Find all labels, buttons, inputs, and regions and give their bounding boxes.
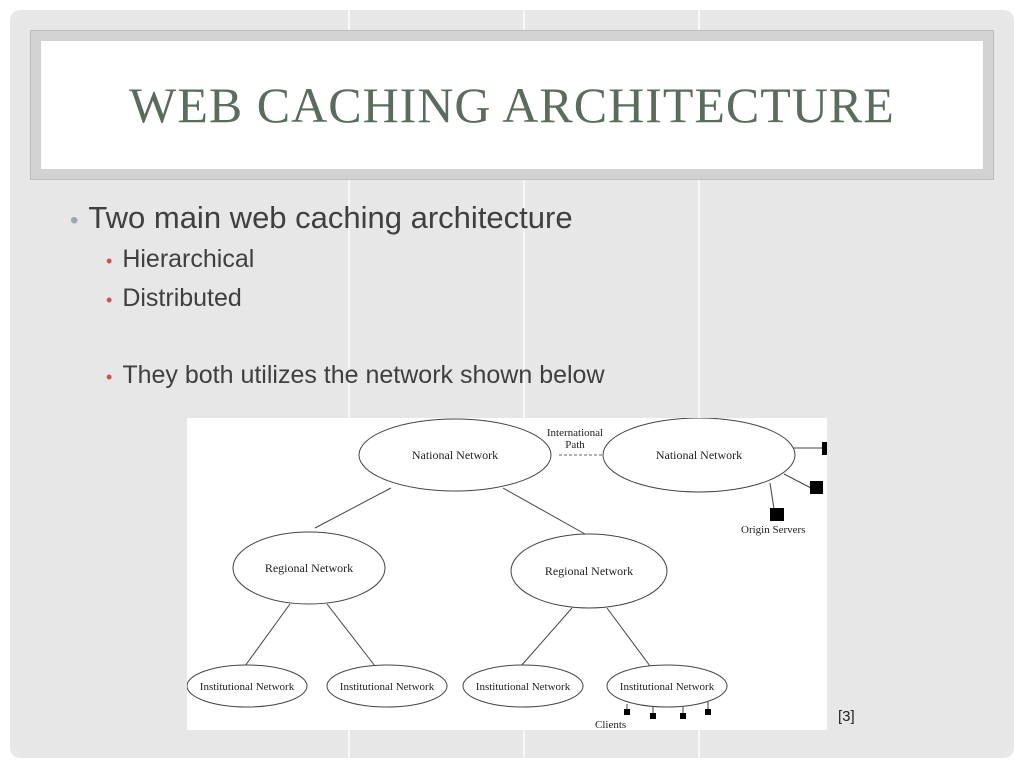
regional-network-left-node <box>232 531 386 605</box>
origin-server-icon <box>822 442 827 455</box>
institutional-network-node <box>606 664 728 708</box>
institutional-network-node <box>186 664 308 708</box>
title-box: WEB CACHING ARCHITECTURE <box>41 41 983 169</box>
regional-network-left-label: Regional Network <box>265 561 353 575</box>
institutional-network-label: Institutional Network <box>476 681 571 693</box>
bullet-dot-icon: • <box>106 251 113 271</box>
link-regional-institutional <box>606 607 651 667</box>
bullet-sub-note: •They both utilizes the network shown be… <box>106 361 605 389</box>
link-regional-institutional <box>244 603 291 667</box>
link-origin-server <box>783 473 812 489</box>
institutional-network-label: Institutional Network <box>340 681 435 693</box>
institutional-network-node <box>326 664 448 708</box>
national-network-left-label: National Network <box>412 448 498 462</box>
background-stripe <box>698 10 700 758</box>
bullet-dot-icon: • <box>70 207 79 234</box>
background-stripe <box>348 10 350 758</box>
link-origin-server <box>769 482 775 510</box>
network-diagram-svg: National Network National Network Intern… <box>186 417 827 731</box>
citation: [3] <box>838 708 855 725</box>
bullet-dot-icon: • <box>106 367 113 387</box>
bullet-main: •Two main web caching architecture <box>70 200 573 235</box>
client-icon <box>680 713 686 719</box>
slide: WEB CACHING ARCHITECTURE •Two main web c… <box>10 10 1014 758</box>
regional-network-right-node <box>510 533 668 609</box>
link-national-regional-left <box>314 487 392 529</box>
bullet-dot-icon: • <box>106 290 113 310</box>
network-diagram: National Network National Network Intern… <box>186 417 827 731</box>
origin-server-icon <box>810 481 823 494</box>
national-network-right-node <box>602 417 796 493</box>
institutional-network-label: Institutional Network <box>200 681 295 693</box>
bullet-sub-hierarchical: •Hierarchical <box>106 245 255 273</box>
slide-title: WEB CACHING ARCHITECTURE <box>129 77 895 133</box>
origin-server-icon <box>770 508 784 521</box>
link-national-regional-right <box>502 487 586 535</box>
title-frame: WEB CACHING ARCHITECTURE <box>30 30 994 180</box>
bullet-sub-distributed: •Distributed <box>106 284 242 312</box>
national-network-right-label: National Network <box>656 448 742 462</box>
regional-network-right-label: Regional Network <box>545 564 633 578</box>
link-regional-institutional <box>520 607 573 667</box>
origin-servers-label: Origin Servers <box>741 524 805 536</box>
background-stripe <box>523 10 525 758</box>
international-path-label: Path <box>565 439 585 451</box>
international-path-label: International <box>547 427 603 439</box>
client-icon <box>650 713 656 719</box>
client-icon <box>624 709 630 715</box>
institutional-network-node <box>462 664 584 708</box>
clients-label: Clients <box>595 719 626 730</box>
national-network-left-node <box>358 418 552 492</box>
link-regional-institutional <box>326 603 376 667</box>
client-icon <box>705 709 711 715</box>
bullet-list: •Two main web caching architecture •Hier… <box>70 198 605 396</box>
institutional-network-label: Institutional Network <box>620 681 715 693</box>
